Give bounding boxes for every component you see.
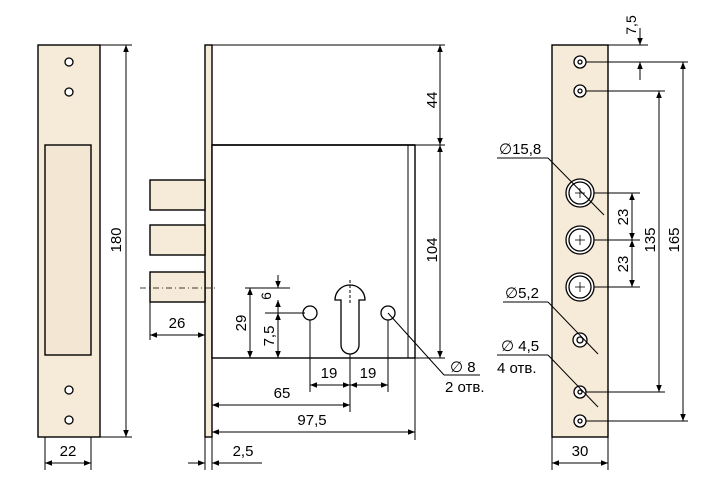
- dim-label-strike-top: 7,5: [623, 15, 639, 35]
- dim-label-backset: 65: [274, 385, 291, 402]
- mounting-hole: [302, 305, 318, 321]
- dim-label-strike-dia-small: ∅ 4,5: [501, 338, 539, 355]
- dim-label-cyl-spacing-left: 19: [321, 365, 338, 382]
- bolt: [149, 271, 206, 303]
- dim-label-body-height: 104: [424, 237, 441, 262]
- dim-label-hole-count: 2 отв.: [445, 379, 485, 396]
- dim-label-front-width: 22: [60, 443, 77, 460]
- dim-label-strike-gap-2: 23: [615, 256, 632, 273]
- front-plate-view: 180 22: [37, 44, 132, 470]
- cylinder-cutout: [334, 284, 366, 355]
- dim-label-strike-gap-1: 23: [615, 209, 632, 226]
- strike-plate-view: 7,5 23 23 135 165 30 ∅15,8 ∅5,2 ∅: [497, 15, 688, 470]
- dim-label-strike-width: 30: [572, 443, 589, 460]
- front-plate-screw-hole: [64, 415, 74, 425]
- strike-screw-hole: [577, 389, 583, 395]
- bolt: [149, 179, 206, 211]
- front-plate-screw-hole: [64, 87, 74, 97]
- face-plate: [204, 44, 213, 438]
- dim-label-strike-dia-large: ∅15,8: [499, 141, 541, 158]
- strike-screw-hole: [577, 88, 583, 94]
- dim-label-cyl-height-a: 29: [233, 315, 250, 332]
- dim-label-strike-dia-mid: ∅5,2: [505, 285, 539, 302]
- bolt: [149, 224, 206, 256]
- dim-label-cyl-small: 6: [258, 292, 274, 300]
- lock-case: [211, 144, 416, 359]
- dim-label-cyl-spacing-right: 19: [360, 365, 377, 382]
- strike-screw-hole: [577, 59, 583, 65]
- dim-label-bolt-projection: 26: [169, 315, 186, 332]
- dim-label-strike-span-2: 165: [666, 227, 683, 252]
- dim-label-plate-thickness: 2,5: [233, 443, 254, 460]
- dim-label-hole-dia: ∅ 8: [450, 359, 476, 376]
- dim-label-body-depth: 97,5: [297, 412, 326, 429]
- lock-body-view: 44 104 26 29 7,5 6 19 19 65 97,5: [140, 44, 485, 470]
- front-plate-screw-hole: [64, 57, 74, 67]
- front-plate-screw-hole: [64, 385, 74, 395]
- strike-small-hole: [576, 336, 584, 344]
- dim-label-front-height: 180: [108, 227, 125, 252]
- dim-label-top-offset: 44: [424, 92, 441, 109]
- bolt-slot: [44, 144, 92, 356]
- dim-label-strike-small-count: 4 отв.: [497, 360, 537, 377]
- dim-label-strike-span-1: 135: [642, 227, 659, 252]
- dim-label-cyl-height-b: 7,5: [261, 326, 278, 347]
- strike-screw-hole: [577, 418, 583, 424]
